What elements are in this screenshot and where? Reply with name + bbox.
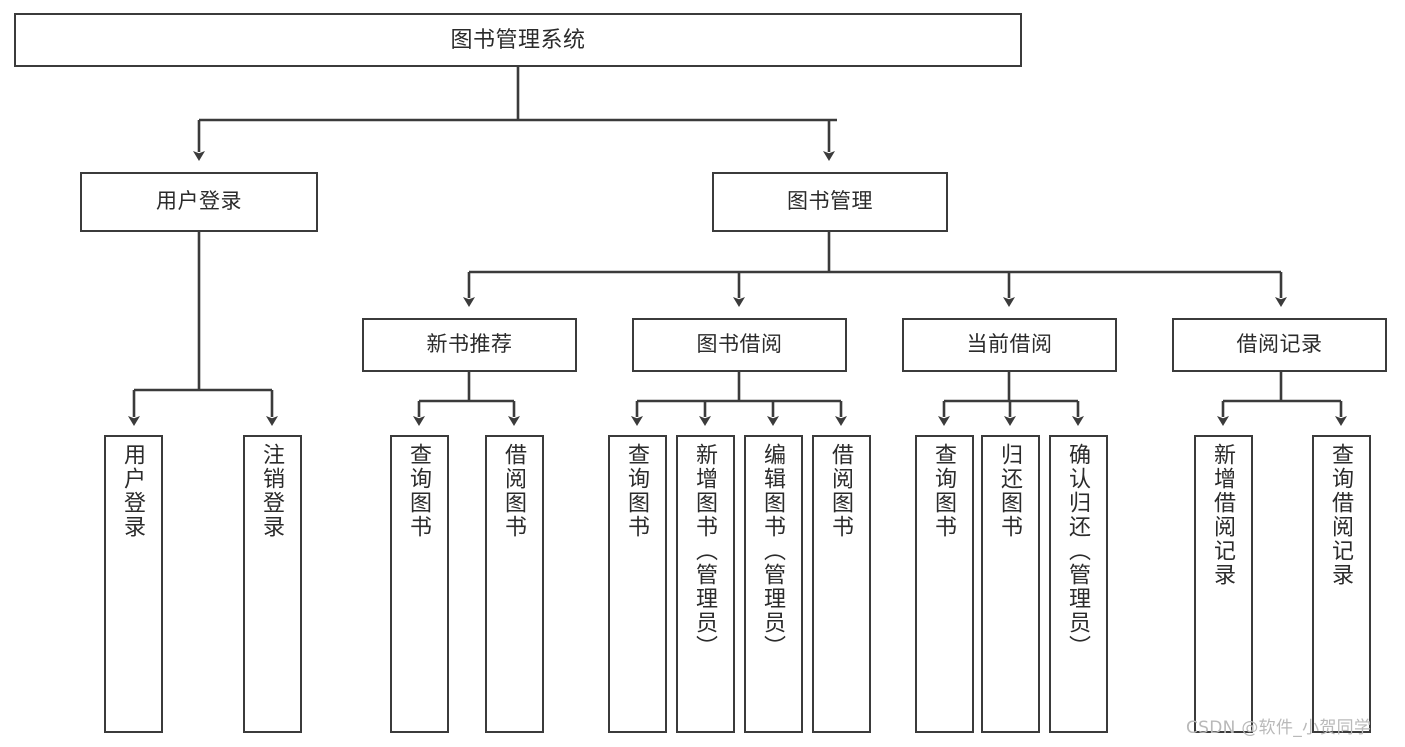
node-label: 确认归还（管理员） <box>1066 443 1092 659</box>
node-label: 查询图书 <box>625 443 651 539</box>
node-new-book-recommend[interactable]: 新书推荐 <box>362 318 577 372</box>
node-label: 查询借阅记录 <box>1329 443 1355 587</box>
node-leaf-logout-login[interactable]: 注销登录 <box>243 435 302 733</box>
node-leaf-query-record[interactable]: 查询借阅记录 <box>1312 435 1371 733</box>
node-current-borrow[interactable]: 当前借阅 <box>902 318 1117 372</box>
node-label: 借阅记录 <box>1236 332 1323 356</box>
node-label: 图书管理 <box>787 189 873 213</box>
node-leaf-borrow-book-1[interactable]: 借阅图书 <box>485 435 544 733</box>
node-label: 借阅图书 <box>502 443 528 539</box>
node-leaf-confirm-return[interactable]: 确认归还（管理员） <box>1049 435 1108 733</box>
node-leaf-query-book-2[interactable]: 查询图书 <box>608 435 667 733</box>
node-borrow-record[interactable]: 借阅记录 <box>1172 318 1387 372</box>
node-label: 用户登录 <box>156 189 242 213</box>
node-leaf-add-book[interactable]: 新增图书（管理员） <box>676 435 735 733</box>
node-user-login[interactable]: 用户登录 <box>80 172 318 232</box>
node-leaf-return-book[interactable]: 归还图书 <box>981 435 1040 733</box>
node-label: 当前借阅 <box>966 332 1053 356</box>
node-leaf-user-login[interactable]: 用户登录 <box>104 435 163 733</box>
node-label: 新书推荐 <box>426 332 513 356</box>
node-label: 注销登录 <box>260 443 286 539</box>
node-label: 图书借阅 <box>696 332 783 356</box>
node-leaf-edit-book[interactable]: 编辑图书（管理员） <box>744 435 803 733</box>
node-label: 编辑图书（管理员） <box>761 443 787 659</box>
node-label: 查询图书 <box>932 443 958 539</box>
node-label: 查询图书 <box>407 443 433 539</box>
node-leaf-borrow-book-2[interactable]: 借阅图书 <box>812 435 871 733</box>
node-label: 图书管理系统 <box>450 27 586 53</box>
node-label: 用户登录 <box>121 443 147 539</box>
node-leaf-query-book-1[interactable]: 查询图书 <box>390 435 449 733</box>
node-book-borrow[interactable]: 图书借阅 <box>632 318 847 372</box>
node-label: 借阅图书 <box>829 443 855 539</box>
node-label: 归还图书 <box>998 443 1024 539</box>
watermark-text: CSDN @软件_小贺同学 <box>1186 718 1372 738</box>
node-label: 新增借阅记录 <box>1211 443 1237 587</box>
node-root[interactable]: 图书管理系统 <box>14 13 1022 67</box>
node-leaf-add-record[interactable]: 新增借阅记录 <box>1194 435 1253 733</box>
node-book-management[interactable]: 图书管理 <box>712 172 948 232</box>
node-leaf-query-book-3[interactable]: 查询图书 <box>915 435 974 733</box>
node-label: 新增图书（管理员） <box>693 443 719 659</box>
